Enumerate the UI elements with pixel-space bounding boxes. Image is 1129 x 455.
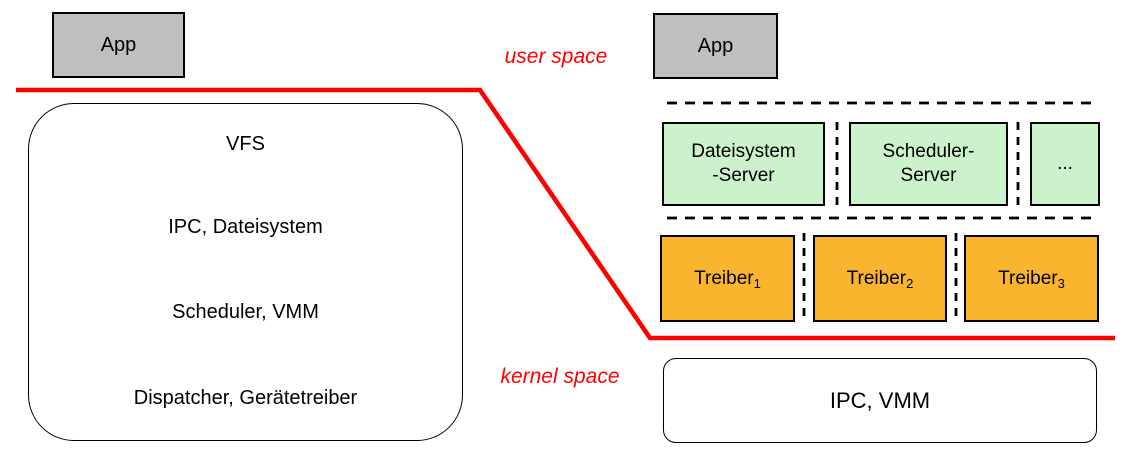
microkernel-app-label: App (697, 34, 734, 57)
monolith-layer-vfs: VFS (28, 103, 463, 185)
monolith-layer-vfs-label: VFS (226, 132, 265, 155)
microkernel-kernel-box: IPC, VMM (663, 358, 1097, 443)
monolith-layer-dispatcher: Dispatcher, Gerätetreiber (28, 355, 463, 441)
server-dateisystem-line1: Dateisystem (691, 141, 796, 162)
driver-box-treiber-2: Treiber2 (813, 235, 947, 322)
monolithic-kernel-box (28, 103, 463, 441)
kernel-space-label: kernel space (500, 365, 620, 388)
monolith-layer-ipc-dateisystem-label: IPC, Dateisystem (168, 216, 323, 238)
monolith-layer-ipc-dateisystem: IPC, Dateisystem (28, 185, 463, 270)
user-space-label: user space (504, 45, 608, 68)
monolith-layer-dispatcher-label: Dispatcher, Gerätetreiber (133, 386, 358, 409)
microkernel-app-box: App (653, 13, 778, 79)
server-scheduler-line2: Server (900, 165, 957, 186)
server-box-scheduler: Scheduler- Server (849, 122, 1008, 206)
server-scheduler-line1: Scheduler- (882, 141, 975, 162)
monolithic-app-label: App (100, 33, 137, 56)
server-box-dateisystem: Dateisystem -Server (662, 122, 825, 206)
monolithic-app-box: App (52, 12, 185, 78)
driver-box-treiber-1: Treiber1 (660, 235, 795, 322)
driver-3-label: Treiber3 (998, 267, 1065, 291)
server-ellipsis-label: ... (1057, 153, 1073, 174)
monolith-layer-scheduler-vmm: Scheduler, VMM (28, 270, 463, 355)
monolith-layer-scheduler-vmm-label: Scheduler, VMM (172, 301, 319, 323)
server-dateisystem-line2: -Server (712, 165, 775, 186)
driver-box-treiber-3: Treiber3 (964, 235, 1099, 322)
microkernel-kernel-label: IPC, VMM (829, 387, 931, 413)
driver-1-label: Treiber1 (694, 267, 761, 291)
driver-2-label: Treiber2 (846, 267, 914, 291)
server-box-ellipsis: ... (1030, 122, 1100, 206)
